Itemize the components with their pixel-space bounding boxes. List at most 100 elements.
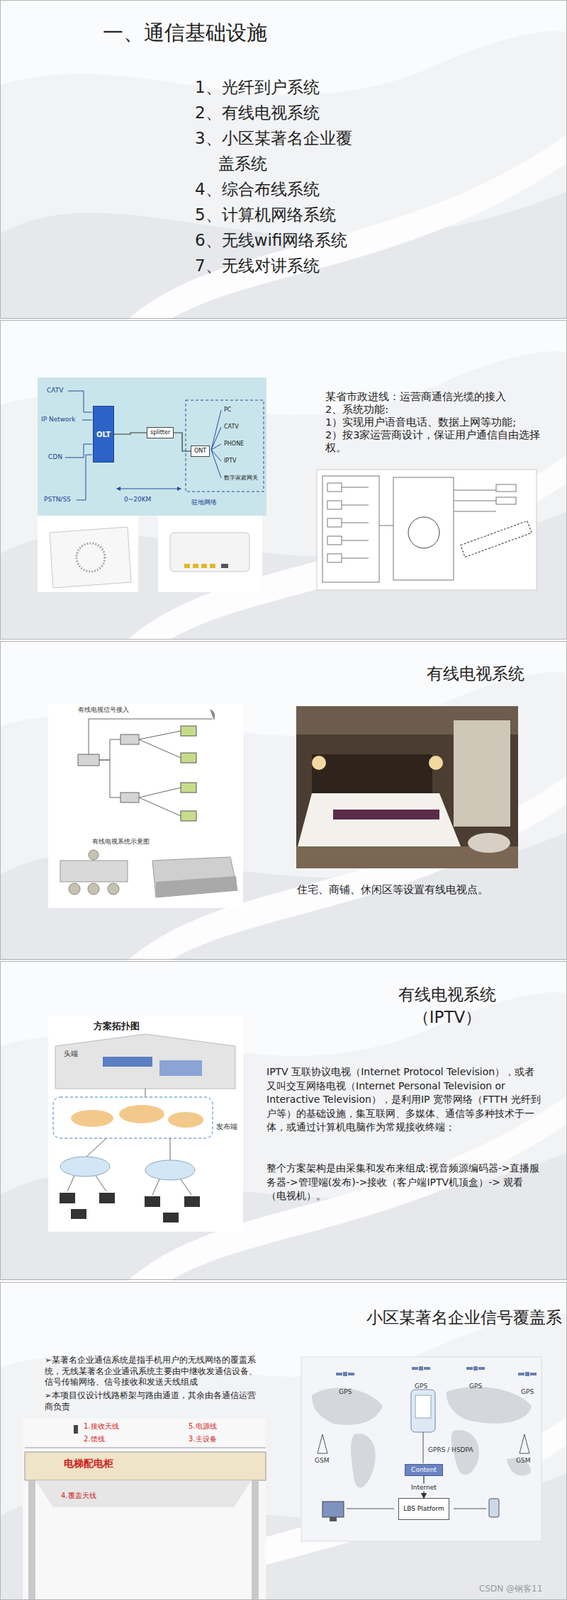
- terminal-label: PHONE: [223, 440, 244, 448]
- publish-zone: [53, 1097, 213, 1139]
- slide-background: [0, 1282, 567, 1600]
- slide-panel: 有线电视系统住宅、商铺、休闲区等设置有线电视点。: [0, 641, 567, 961]
- connector-icons: [68, 850, 120, 896]
- watermark: CSDN @钢客11: [479, 1584, 543, 1595]
- distance-label: 0~20KM: [124, 496, 151, 504]
- source-label: CATV: [46, 386, 64, 395]
- list-item: 3、小区某著名企业覆盖系统: [194, 125, 358, 177]
- slide-background: [0, 641, 567, 962]
- wiring-lines: [322, 476, 532, 583]
- body-text: 2）按3家运营商设计，保证用户通信自由选择权。: [325, 428, 547, 455]
- slide-title: 有线电视系统: [426, 663, 525, 685]
- zone-label: 驻地网络: [191, 498, 217, 507]
- olt-box: OLT: [92, 406, 115, 463]
- box-label: Content: [411, 1467, 437, 1475]
- source-label: IP Network: [41, 416, 76, 424]
- figure-caption: 有线电视系统示意图: [92, 838, 150, 847]
- world-map: [311, 1387, 532, 1489]
- support-post: [28, 1481, 36, 1600]
- tower-icon: [519, 1435, 530, 1455]
- slide-panel: 一、通信基础设施 1、光纤到户系统2、有线电视系统3、小区某著名企业覆盖系统4、综…: [0, 0, 567, 319]
- figure-title: 方案拓扑图: [93, 1021, 140, 1033]
- diagram-panel: [48, 704, 244, 909]
- tower-label: GSM: [515, 1457, 531, 1466]
- list-item: 7、无线对讲系统: [194, 253, 422, 279]
- list-item: 6、无线wifi网络系统: [194, 227, 422, 254]
- feed-lines: [65, 391, 222, 501]
- source-label: CDN: [48, 453, 63, 462]
- tv-icons: [180, 726, 197, 822]
- callout-label: 3.主设备: [188, 1435, 217, 1445]
- satellite-label: GPS: [469, 1383, 482, 1392]
- callout-label: 4.覆盖天线: [60, 1492, 97, 1502]
- callout-label: 2.馈线: [83, 1435, 105, 1445]
- slide-background: [0, 0, 567, 320]
- pc-stand: [329, 1518, 337, 1523]
- map-panel: [301, 1357, 542, 1543]
- terminal-label: CATV: [223, 423, 239, 431]
- body-text: 1）实现用户语音电话、数据上网等功能;: [325, 416, 547, 429]
- antenna-icon: [209, 709, 215, 721]
- callout-label: 5.电源线: [188, 1423, 217, 1432]
- box-label: splitter: [150, 429, 171, 437]
- support-post: [251, 1481, 259, 1600]
- network-clouds: [60, 1157, 195, 1181]
- link-line: [67, 1176, 192, 1196]
- premises-boundary: [185, 400, 264, 492]
- splitter-icon: [120, 734, 139, 745]
- list-item: 5、计算机网络系统: [194, 201, 422, 228]
- source-label: PSTN/SS: [43, 496, 71, 504]
- slide-background: [0, 320, 567, 641]
- tower-label: GSM: [314, 1457, 329, 1466]
- list-item: 2、有线电视系统: [194, 99, 422, 126]
- slide-panel: 某省市政进线：运营商通信光缆的接入2、系统功能:1）实现用户语音电话、数据上网等…: [0, 320, 567, 641]
- catv-lines: [88, 719, 213, 817]
- tv-icons: [59, 1193, 200, 1224]
- wiring-diagram: [316, 469, 537, 591]
- diagram-panel: [37, 377, 267, 516]
- body-text: 2、系统功能:: [325, 403, 547, 417]
- zone-label: 头端: [63, 1050, 78, 1059]
- device-photo: [37, 515, 139, 593]
- slide-panel: 有线电视系统 （IPTV） IPTV 互联协议电视（Internet Protoc…: [0, 961, 567, 1281]
- box-label: ONT: [194, 447, 207, 456]
- callout-label: 1.接收天线: [83, 1423, 120, 1432]
- slide-background: [0, 961, 567, 1282]
- link-line: [145, 1089, 147, 1098]
- cable-tray: [24, 1452, 266, 1482]
- satellite-label: GPS: [414, 1383, 428, 1392]
- satellite-label: GPS: [520, 1389, 534, 1397]
- slide-title: 一、通信基础设施: [102, 19, 268, 47]
- catv-illustration: [48, 704, 519, 909]
- ont-box: ONT: [190, 445, 210, 458]
- bullet-text: ➢某著名企业通信系统是指手机用户的无线网络的覆盖系统，无线某著名企业通讯系统主要…: [44, 1355, 258, 1390]
- body-text: 整个方案架构是由采集和发布来组成:视音频源编码器->直播服务器->管理端(发布)…: [266, 1162, 542, 1205]
- headend-house: [55, 1034, 236, 1090]
- link-line: [423, 1433, 424, 1465]
- box-label: LBS Platform: [403, 1506, 445, 1514]
- zone-label: 发布端: [216, 1123, 238, 1132]
- device-grille: [76, 543, 105, 572]
- splitter-box: splitter: [146, 427, 174, 439]
- antenna-icon: [73, 1426, 78, 1435]
- encoder-box: [102, 1057, 153, 1068]
- slide-title: 有线电视系统 （IPTV）: [386, 983, 508, 1030]
- signal-label: 有线电视信号接入: [77, 706, 129, 715]
- list-item: 1、光纤到户系统: [194, 74, 422, 100]
- body-text: IPTV 互联协议电视（Internet Protocol Television…: [266, 1065, 542, 1136]
- terminal-label: PC: [223, 406, 232, 414]
- connector: [173, 433, 191, 452]
- terminal-label: IPTV: [223, 457, 237, 465]
- settop-box: [152, 857, 238, 898]
- hotel-photo: [296, 706, 519, 869]
- list-item: 4、综合布线系统: [194, 176, 422, 202]
- caption: 住宅、商铺、休闲区等设置有线电视点。: [296, 883, 538, 898]
- illustration-panel: [22, 1419, 266, 1600]
- slide-title: 小区某著名企业信号覆盖系: [366, 1307, 563, 1329]
- ftth-illustration: [37, 377, 537, 593]
- terminal-label: 数字家庭网关: [223, 474, 258, 482]
- phone-screen: [415, 1396, 431, 1419]
- diagram-panel: [48, 1016, 244, 1233]
- platform-box: LBS Platform: [398, 1499, 450, 1521]
